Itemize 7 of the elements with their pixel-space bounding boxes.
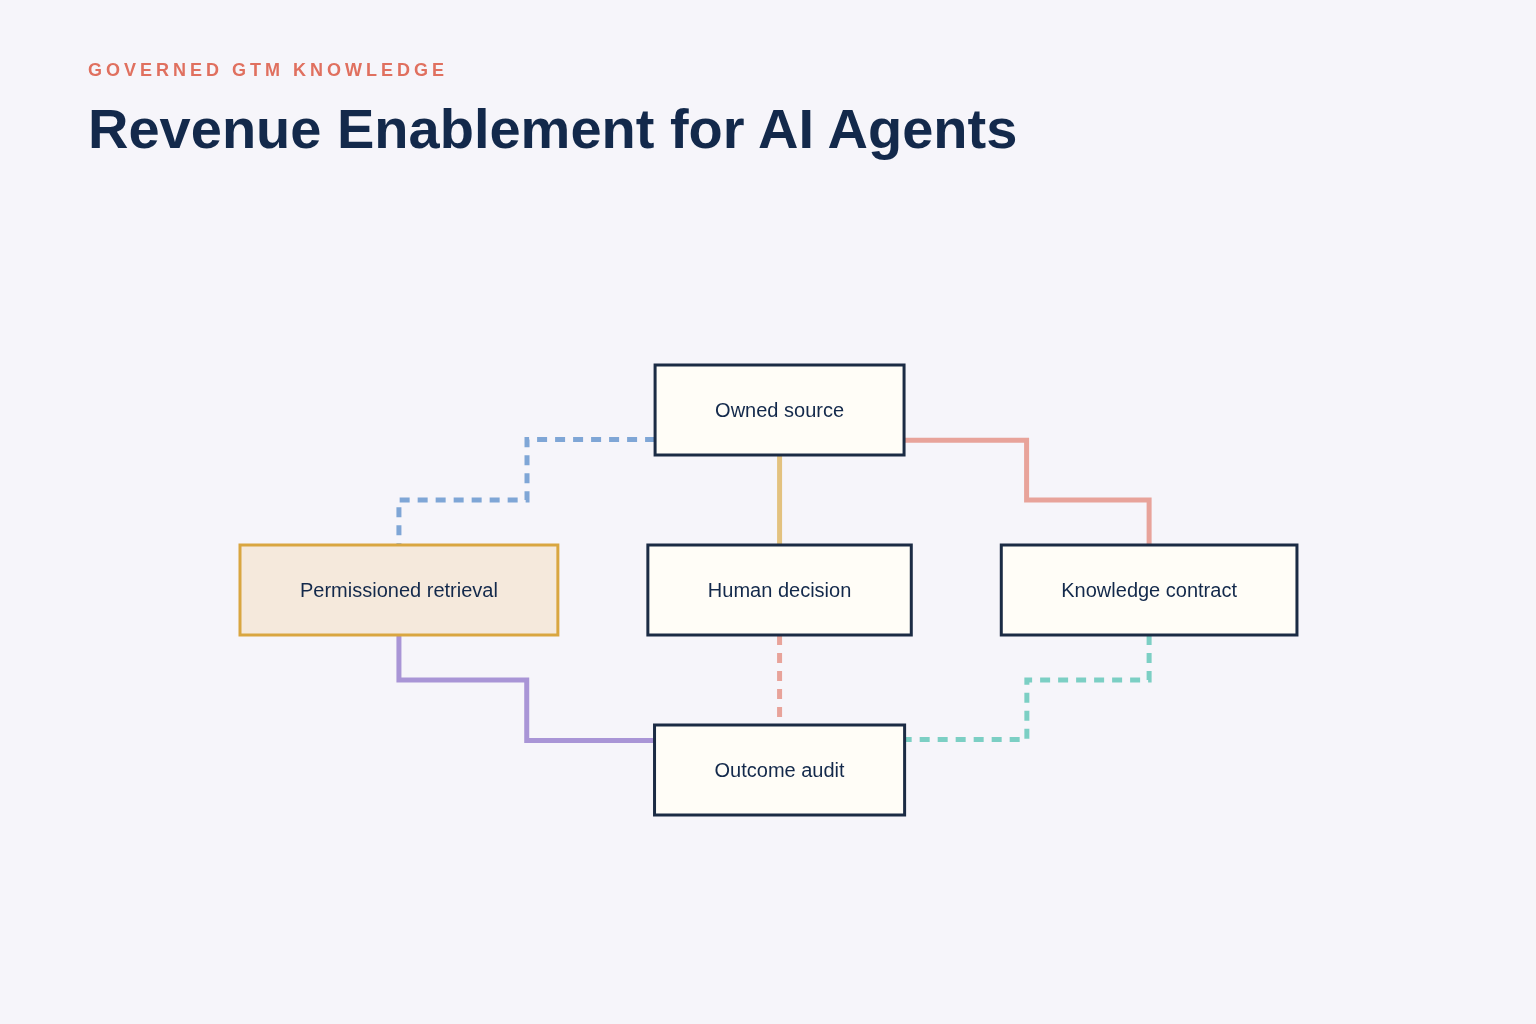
title: Revenue Enablement for AI Agents — [88, 96, 1018, 161]
node-box: Outcome audit — [652, 723, 906, 817]
node-box: Knowledge contract — [999, 543, 1298, 637]
kicker-text: GOVERNED GTM KNOWLEDGE — [88, 60, 448, 81]
node-box: Permissioned retrieval — [238, 543, 559, 637]
node-box: Human decision — [645, 543, 913, 637]
node-box: Owned source — [653, 363, 906, 457]
